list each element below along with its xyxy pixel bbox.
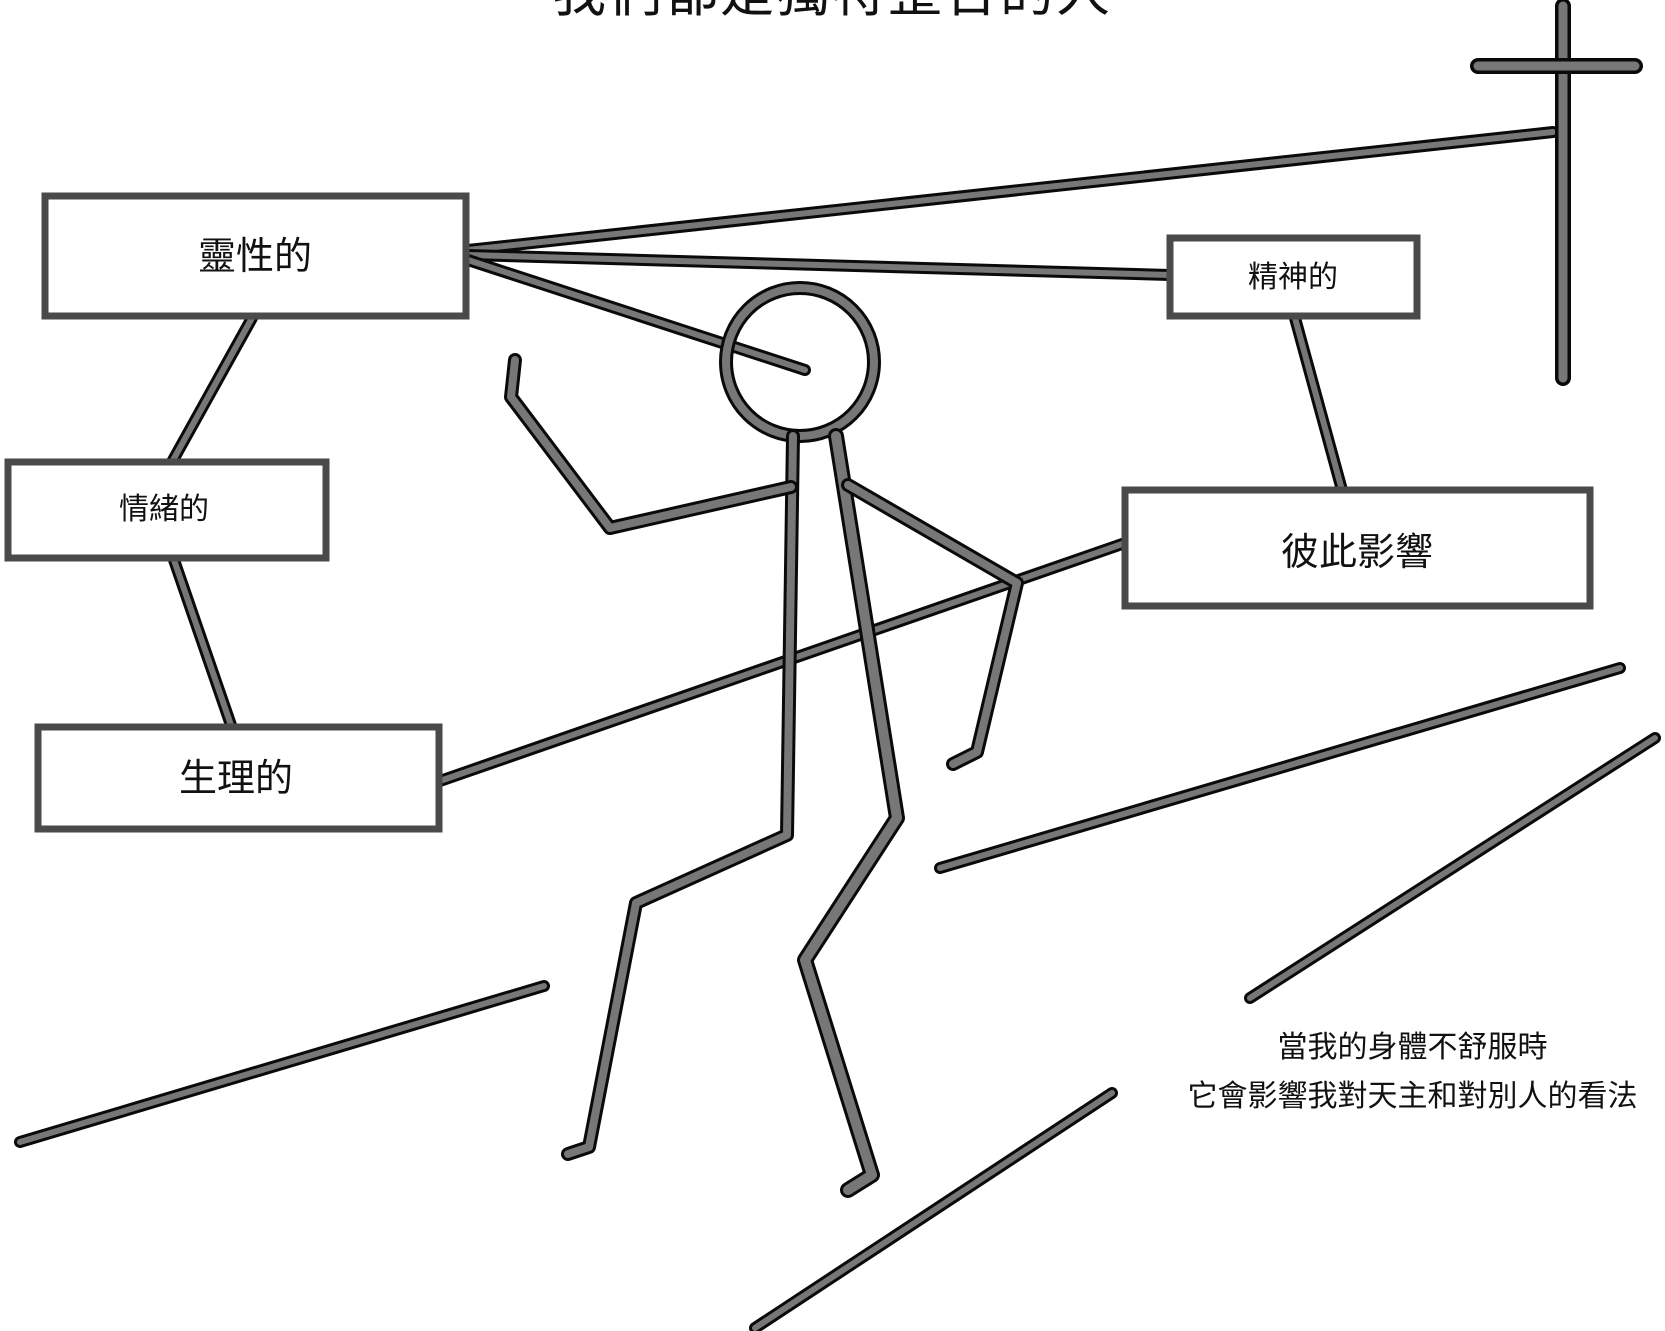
stick-figure <box>504 281 1024 1198</box>
box-label-mental: 精神的 <box>1248 260 1338 295</box>
motion-lines <box>14 662 1661 1331</box>
connector-lines <box>166 126 1559 787</box>
box-mental <box>1166 234 1421 320</box>
line-spiritual-to-emotional-fill <box>169 315 255 465</box>
heading-text: 我們都是獨特整合的人 <box>552 0 1112 20</box>
box-mutual-influence <box>1121 486 1594 610</box>
caption-line-1: 當我的身體不舒服時 <box>1277 1030 1548 1065</box>
box-label-physical: 生理的 <box>178 756 294 800</box>
line-emotional-to-physical-fill <box>171 557 235 731</box>
line-spiritual-to-mental-fill <box>465 252 1173 278</box>
box-physical <box>34 723 443 833</box>
box-spiritual <box>41 192 470 320</box>
line-spiritual-to-head-fill <box>465 257 808 373</box>
box-label-spiritual: 靈性的 <box>197 234 313 278</box>
box-label-emotional: 情緒的 <box>119 492 209 527</box>
boxes <box>4 192 1594 833</box>
caption-line-2: 它會影響我對天主和對別人的看法 <box>1187 1079 1638 1114</box>
line-spiritual-to-cross-fill <box>465 129 1556 253</box>
cross-shape <box>1470 0 1643 386</box>
box-emotional <box>4 458 330 562</box>
caption-block: 當我的身體不舒服時 它會影響我對天主和對別人的看法 <box>1165 1023 1660 1121</box>
box-label-mutual-influence: 彼此影響 <box>1280 530 1434 574</box>
line-mental-to-mutual-fill <box>1292 315 1345 493</box>
